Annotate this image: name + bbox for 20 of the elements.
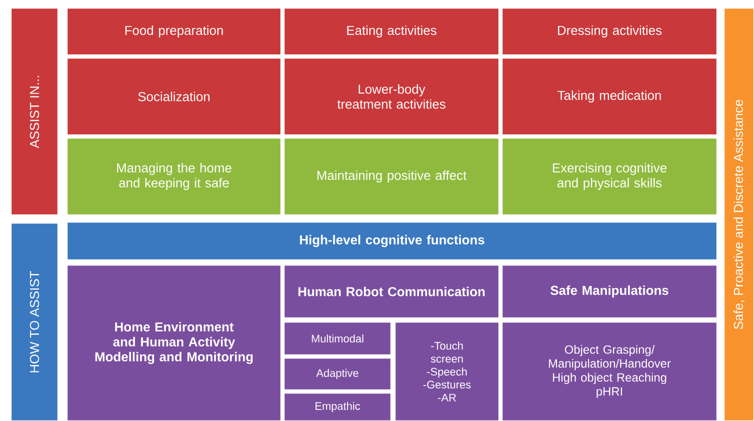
activity-box: Lower-body treatment activities: [283, 57, 500, 136]
feature-box: Adaptive: [283, 357, 392, 391]
activity-box: Taking medication: [501, 57, 718, 136]
feature-box: Empathic: [283, 392, 392, 421]
activity-box: Exercising cognitive and physical skills: [501, 137, 718, 216]
feature-box: -Touch screen -Speech -Gestures -AR: [394, 321, 500, 421]
activity-box: Eating activities: [283, 7, 500, 56]
activity-box: Food preparation: [66, 7, 282, 56]
side-band: HOW TO ASSIST: [10, 222, 59, 421]
activity-box: Dressing activities: [501, 7, 718, 56]
side-band: Safe, Proactive and Discrete Assistance: [723, 7, 754, 421]
activity-box: Socialization: [66, 57, 282, 136]
side-band: ASSIST IN...: [10, 7, 59, 216]
function-box: Safe Manipulations: [501, 264, 718, 319]
function-bar: High-level cognitive functions: [66, 221, 718, 261]
activity-box: Maintaining positive affect: [283, 137, 500, 216]
feature-box: Multimodal: [283, 321, 392, 356]
activity-box: Managing the home and keeping it safe: [66, 137, 282, 216]
function-box: Human Robot Communication: [283, 264, 500, 319]
function-box: Home Environment and Human Activity Modelling and Monitoring: [66, 264, 282, 421]
